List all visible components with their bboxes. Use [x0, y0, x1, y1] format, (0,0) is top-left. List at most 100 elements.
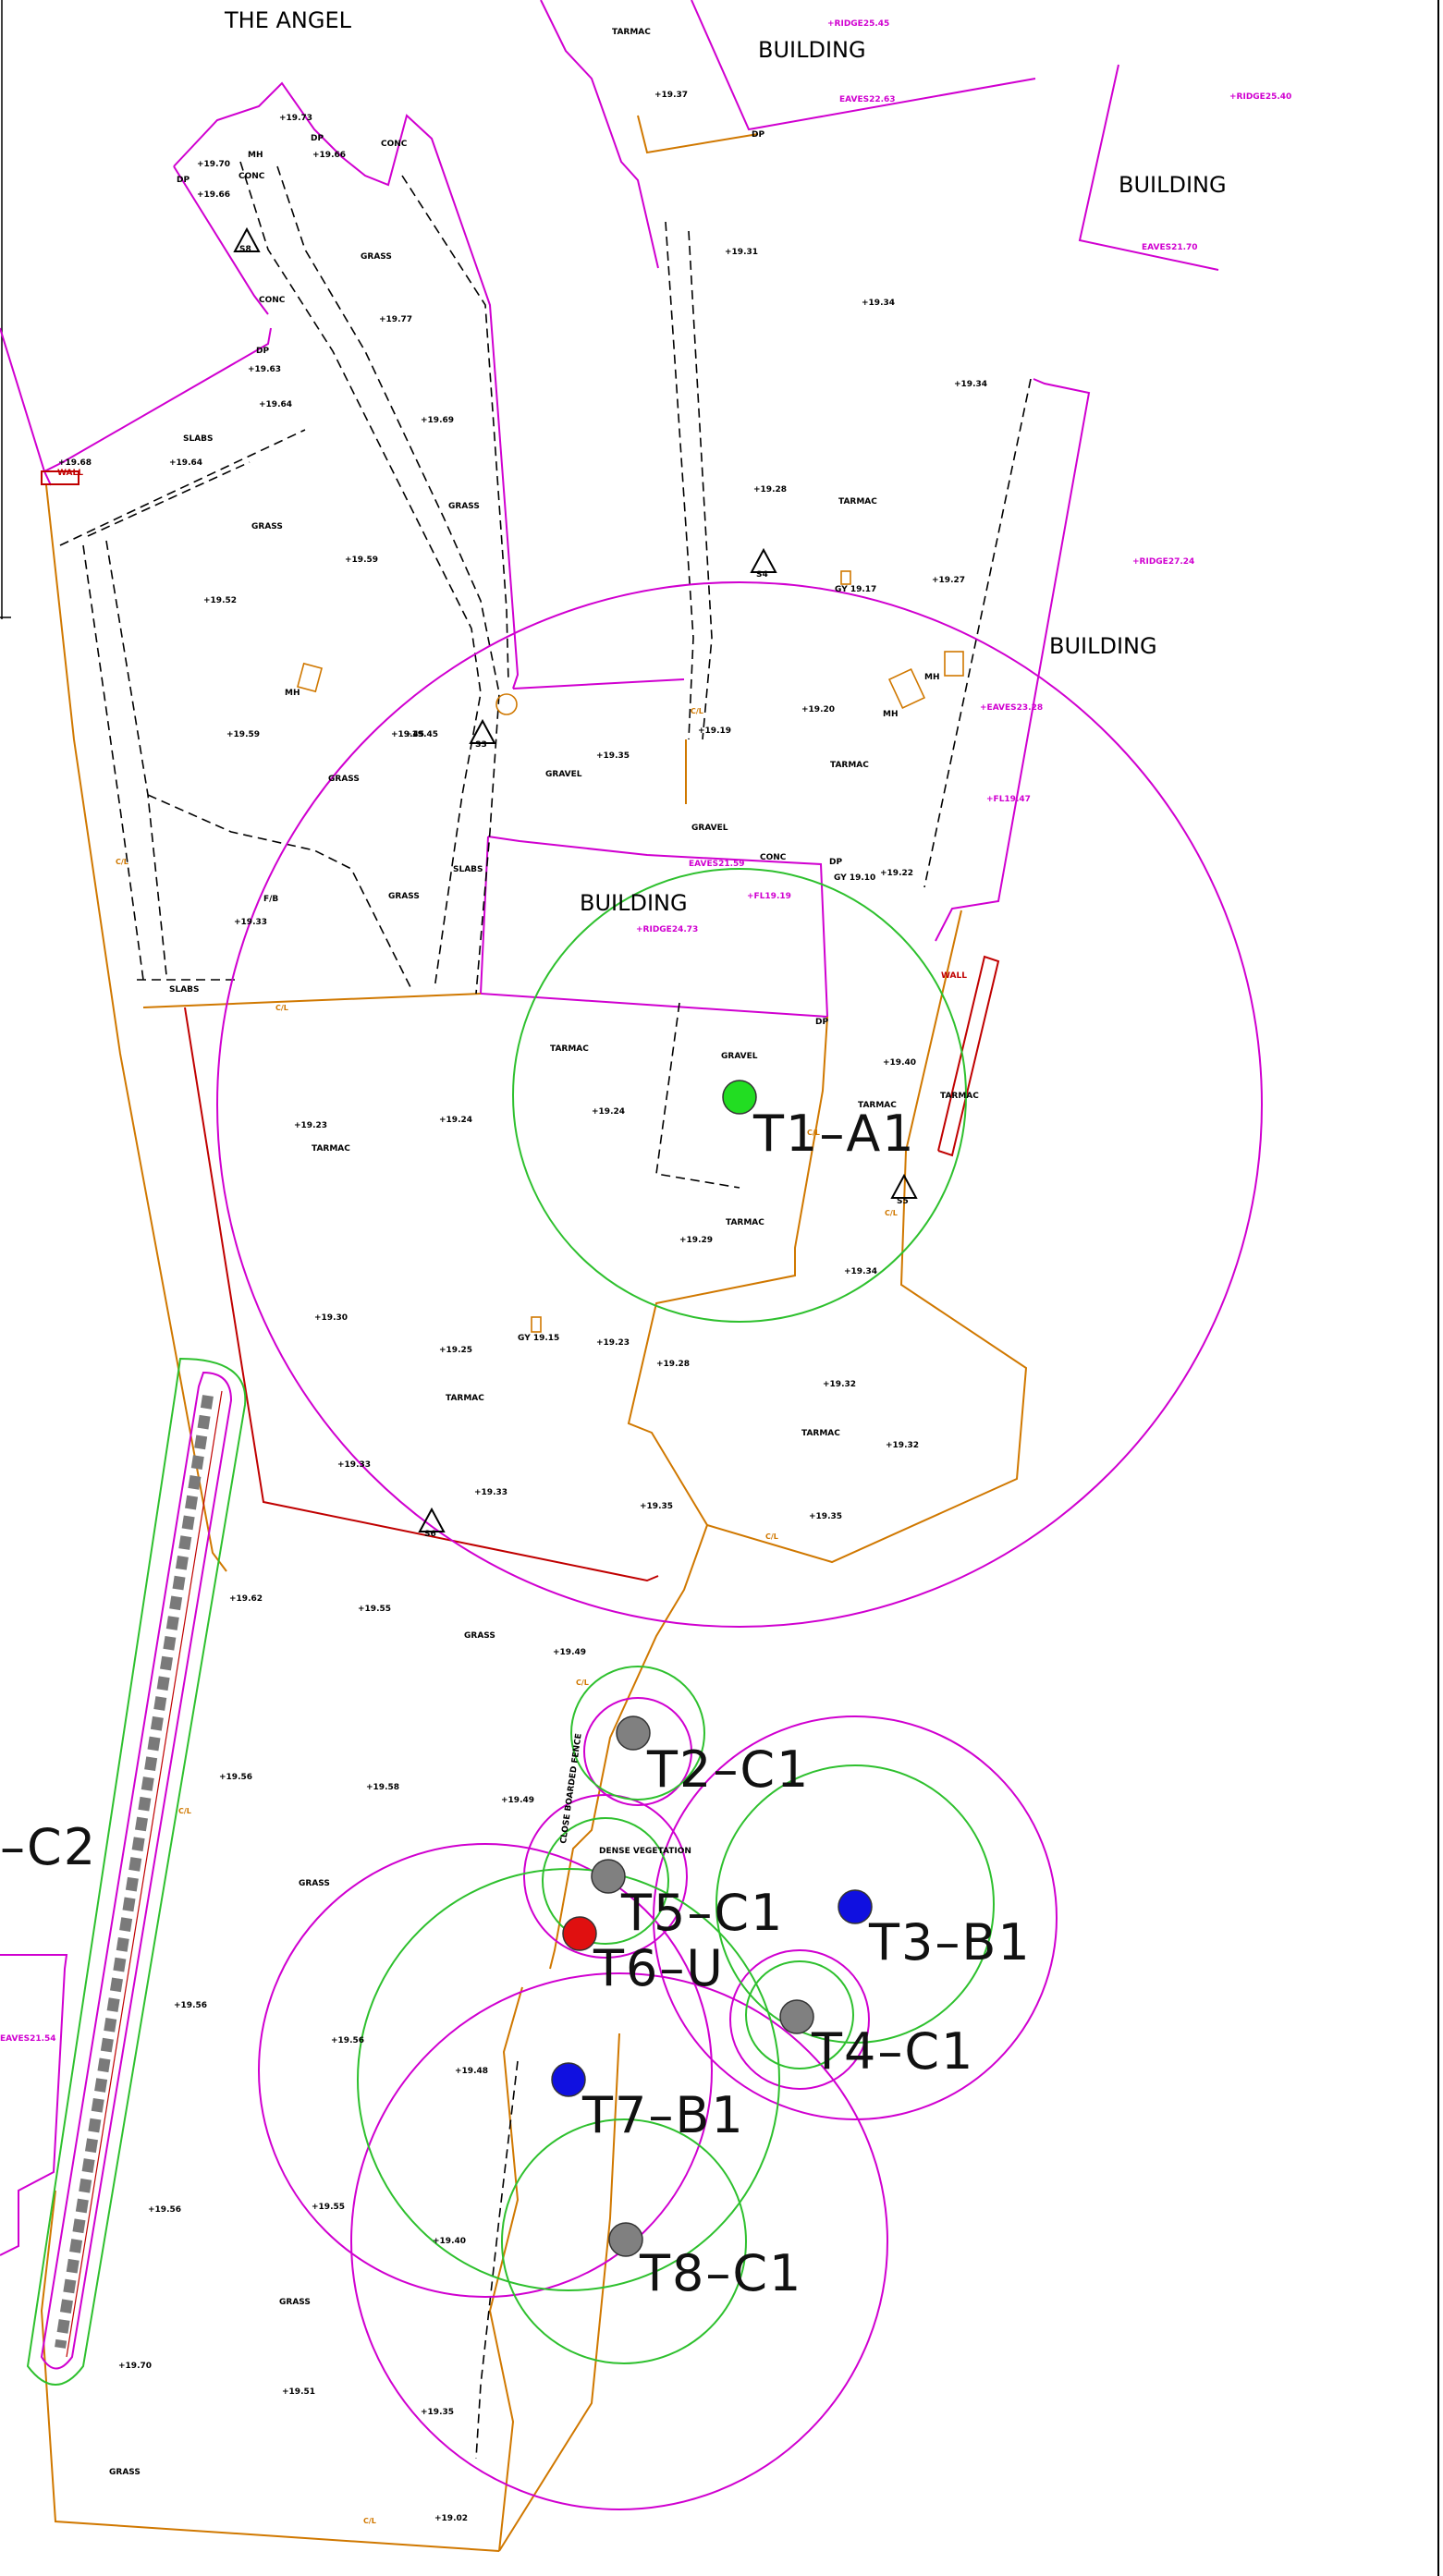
- tree-label-t6: T6–U: [593, 1939, 725, 1997]
- spot-level: +19.23: [294, 1121, 327, 1130]
- station-label: S6: [424, 1530, 436, 1539]
- dp-label: DP: [256, 347, 269, 356]
- tree-label-c2: –C2: [0, 1818, 97, 1876]
- mh-label: MH: [248, 151, 263, 160]
- spot-level: +19.23: [596, 1338, 630, 1348]
- spot-level: +19.24: [592, 1107, 625, 1117]
- building-label-top: BUILDING: [758, 37, 866, 63]
- spot-levels: +19.37 +19.31 +19.34 +19.34 +19.28 +19.2…: [58, 91, 987, 2523]
- surface-grass: GRASS: [251, 522, 283, 531]
- spot-level: +19.40: [433, 2237, 466, 2246]
- spot-level: +19.59: [345, 555, 378, 565]
- spot-level: +19.70: [197, 160, 230, 169]
- canopy-spreads: [357, 868, 995, 2364]
- tree-labels: T1–A1 T2–C1 T3–B1 T4–C1 T5–C1 T6–U T7–B1…: [0, 1105, 1030, 2302]
- eaves-label-2: EAVES21.70: [1142, 243, 1198, 252]
- building-label-right-top: BUILDING: [1119, 172, 1227, 198]
- surface-tarmac: TARMAC: [858, 1101, 897, 1110]
- spot-level: +19.24: [439, 1116, 472, 1125]
- spot-level: +19.55: [358, 1605, 391, 1614]
- tree-t4-marker[interactable]: [779, 1999, 814, 2034]
- eaves-label-3: +EAVES23.28: [980, 703, 1043, 713]
- spot-level: +19.56: [219, 1773, 252, 1782]
- surface-tarmac: TARMAC: [838, 497, 877, 507]
- spot-level: +19.35: [421, 2408, 454, 2417]
- surface-conc: CONC: [760, 853, 787, 862]
- manhole-symbols: [296, 570, 964, 1333]
- surface-slabs: SLABS: [169, 985, 200, 995]
- tree-markers: [551, 1080, 873, 2257]
- spot-level: +19.35: [596, 751, 630, 761]
- cl-label: C/L: [765, 1532, 778, 1541]
- spot-level: +19.22: [880, 869, 913, 878]
- surface-conc: CONC: [259, 296, 286, 305]
- spot-level: +19.29: [679, 1236, 713, 1245]
- surface-tarmac: TARMAC: [550, 1044, 589, 1054]
- spot-level: +19.19: [698, 726, 731, 736]
- cl-label: C/L: [885, 1209, 898, 1217]
- spot-level: +19.32: [886, 1441, 919, 1450]
- tree-t8-marker[interactable]: [608, 2222, 643, 2257]
- spot-level: +19.66: [197, 190, 230, 200]
- wall-label: WALL: [941, 971, 967, 981]
- spot-level: +19.33: [474, 1488, 507, 1497]
- surface-gravel: GRAVEL: [545, 770, 582, 779]
- building-labels: THE ANGEL BUILDING BUILDING BUILDING BUI…: [224, 7, 1227, 916]
- spot-level: +19.56: [148, 2205, 181, 2215]
- spot-level: +19.51: [282, 2387, 315, 2397]
- cl-label: C/L: [691, 707, 703, 715]
- fl-label-2: +FL19.19: [747, 892, 791, 901]
- spot-level: +19.63: [248, 365, 281, 374]
- dense-vegetation-label: DENSE VEGETATION: [599, 1847, 691, 1856]
- spot-level: +19.62: [229, 1594, 263, 1604]
- station-label: S4: [756, 570, 768, 580]
- surface-tarmac: TARMAC: [830, 761, 869, 770]
- station-label: S8: [239, 245, 251, 254]
- spot-level: +19.34: [844, 1267, 877, 1276]
- spot-level: +19.30: [314, 1313, 348, 1323]
- dp-label: DP: [815, 1018, 828, 1027]
- dp-label: DP: [311, 134, 324, 143]
- tree-t1-marker[interactable]: [722, 1080, 757, 1115]
- surface-slabs: SLABS: [183, 434, 214, 444]
- spot-level: +19.45: [391, 730, 424, 739]
- spot-level: +19.25: [439, 1346, 472, 1355]
- surface-grass: GRASS: [361, 252, 392, 262]
- surface-grass: GRASS: [279, 2298, 311, 2307]
- building-label-center: BUILDING: [580, 890, 688, 916]
- tree-t7-marker[interactable]: [551, 2062, 586, 2097]
- spot-level: +19.73: [279, 114, 312, 123]
- ridge-label-4: +RIDGE24.73: [636, 925, 698, 934]
- spot-level: +19.59: [226, 730, 260, 739]
- tree-t6-marker[interactable]: [562, 1916, 597, 1951]
- wall-lines: [41, 470, 1000, 1582]
- eaves-label-4: EAVES21.59: [689, 860, 745, 869]
- tree-t2-marker[interactable]: [616, 1715, 651, 1751]
- spot-level: +19.55: [312, 2203, 345, 2212]
- eaves-label-5: EAVES21.54: [0, 2034, 56, 2044]
- spot-level: +19.49: [553, 1648, 586, 1657]
- surface-grass: GRASS: [448, 502, 480, 511]
- spot-level: +19.56: [174, 2001, 207, 2010]
- spot-level: +19.49: [501, 1796, 534, 1805]
- surface-tarmac: TARMAC: [312, 1144, 350, 1154]
- the-angel-label: THE ANGEL: [224, 7, 352, 33]
- ridge-label-3: +RIDGE27.24: [1132, 557, 1194, 567]
- surface-tarmac: TARMAC: [801, 1429, 840, 1438]
- wall-label: WALL: [57, 469, 83, 478]
- spot-level: +19.37: [654, 91, 688, 100]
- spot-level: +19.35: [640, 1502, 673, 1511]
- mh-label: MH: [924, 673, 940, 682]
- tree-label-t8: T8–C1: [639, 2244, 802, 2302]
- gy-label: GY 19.17: [835, 585, 876, 594]
- surface-tarmac: TARMAC: [726, 1218, 764, 1227]
- survey-stations: [233, 226, 918, 1532]
- tree-t3-marker[interactable]: [838, 1889, 873, 1924]
- surface-conc: CONC: [381, 140, 408, 149]
- spot-level: +19.28: [656, 1360, 690, 1369]
- cl-label: C/L: [116, 858, 128, 866]
- spot-level: +19.45: [405, 730, 438, 739]
- spot-level: +19.34: [954, 380, 987, 389]
- tree-t5-marker[interactable]: [591, 1859, 626, 1894]
